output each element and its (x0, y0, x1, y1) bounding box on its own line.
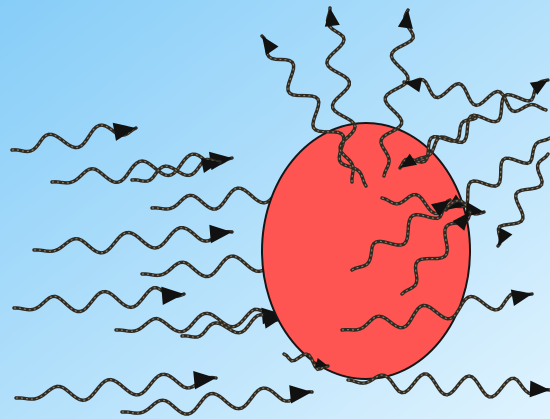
red-sphere (262, 123, 470, 379)
